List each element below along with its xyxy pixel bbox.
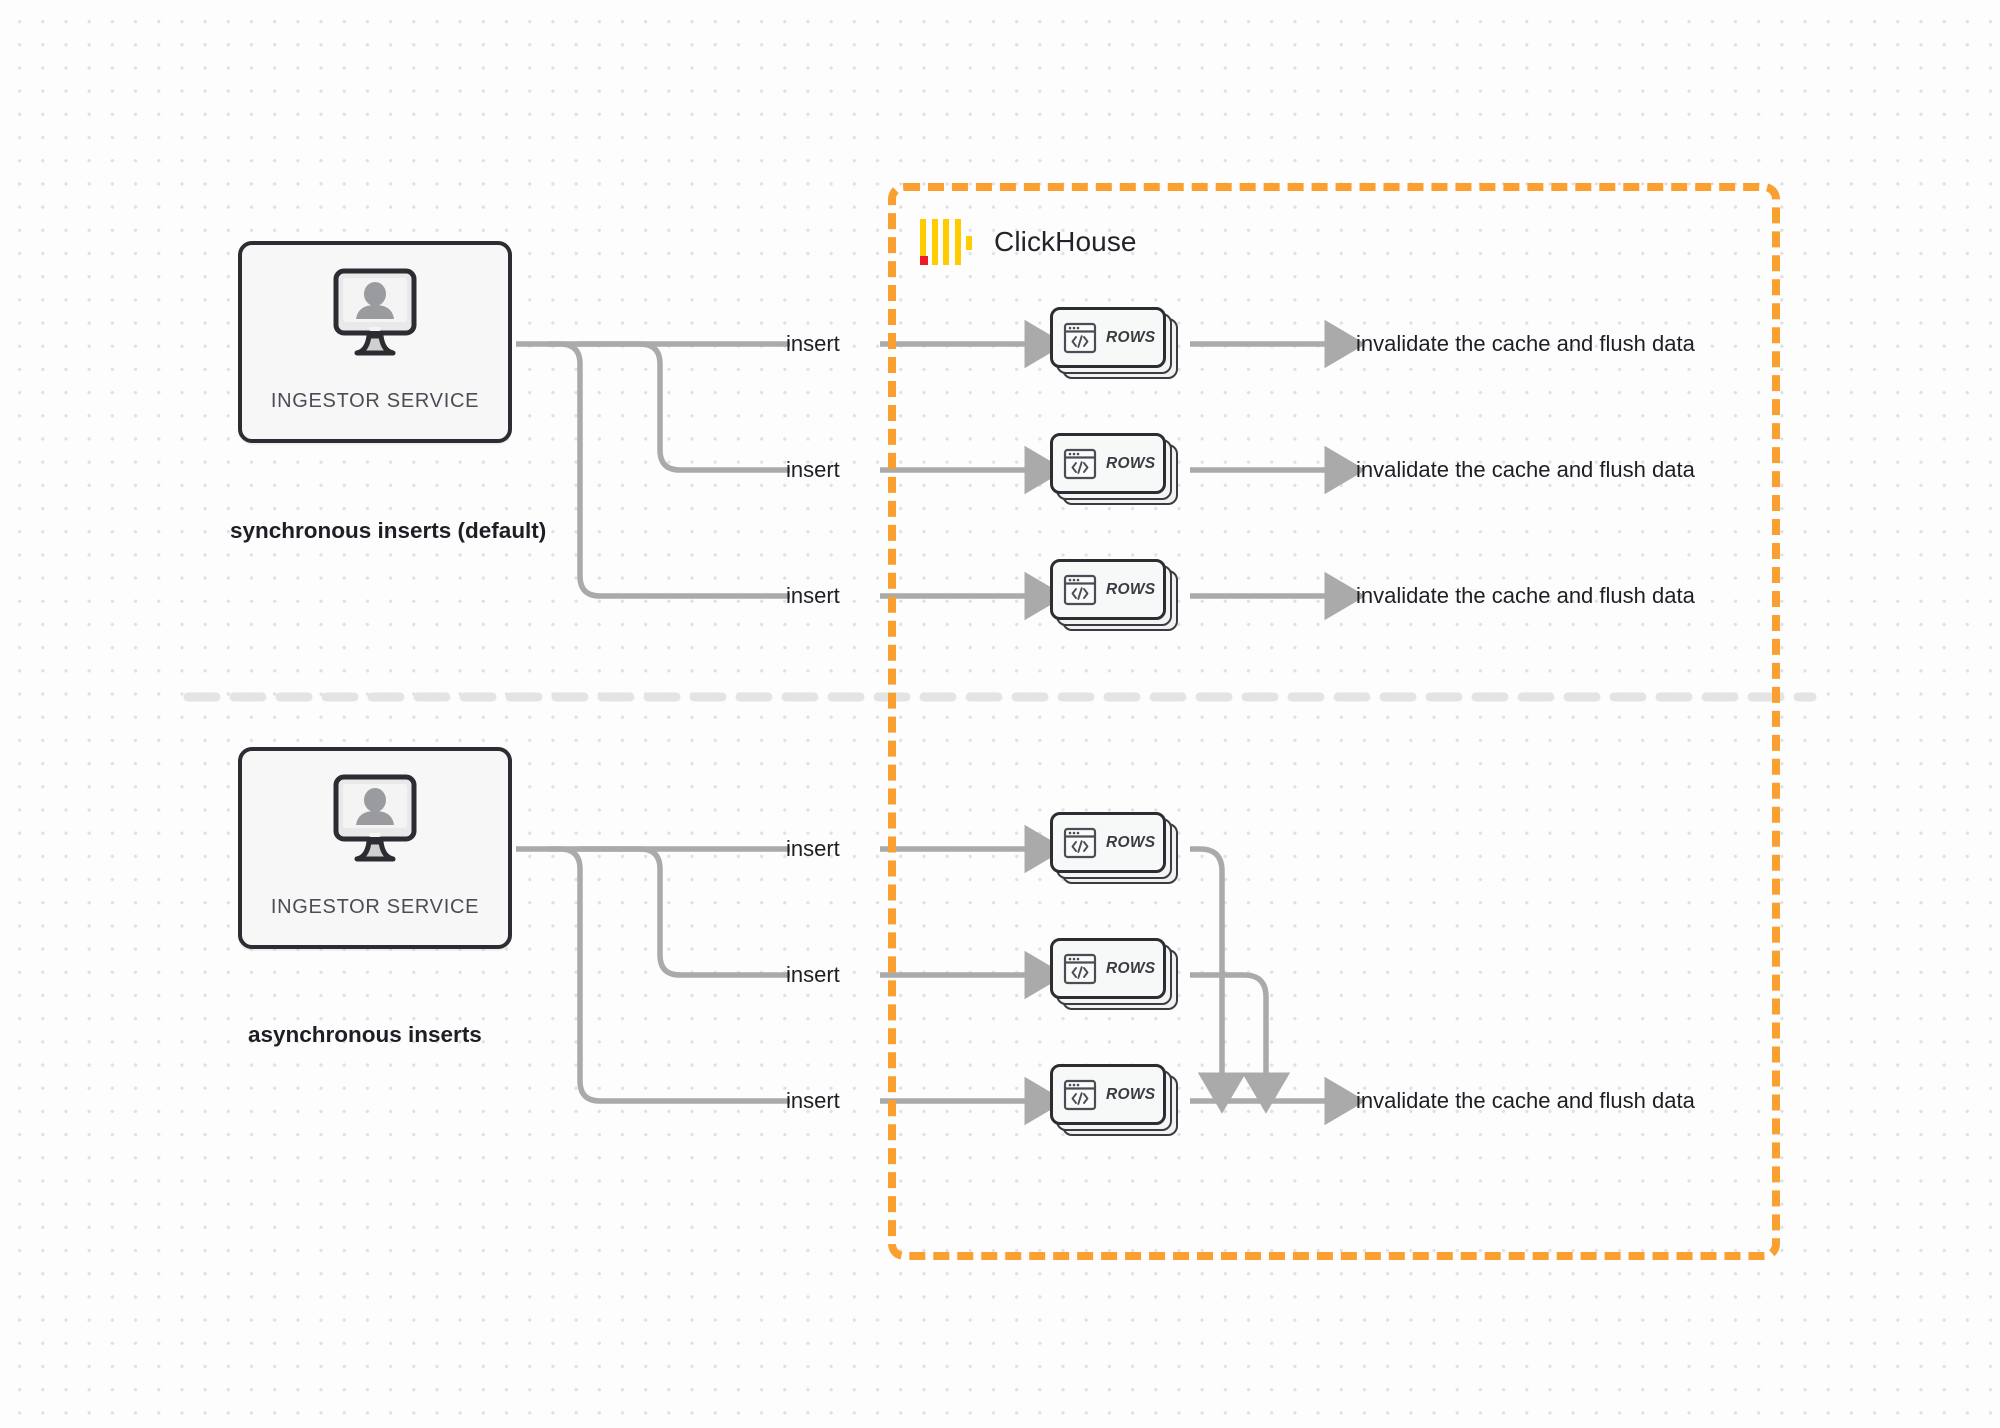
ingestor-service-async[interactable]: INGESTOR SERVICE	[238, 747, 512, 949]
output-label-async-1: invalidate the cache and flush data	[1356, 1088, 1695, 1113]
rows-node-sync-3[interactable]: ROWS	[1050, 559, 1178, 631]
code-window-icon	[1063, 1079, 1097, 1110]
async-merge-from-node-2	[1190, 972, 1291, 1114]
output-label-sync-3: invalidate the cache and flush data	[1356, 583, 1695, 608]
async-branch-2	[578, 846, 790, 978]
code-window-icon	[1063, 448, 1097, 479]
code-window-icon	[1063, 574, 1097, 605]
clickhouse-brand: ClickHouse	[920, 218, 1137, 266]
code-window-icon	[1063, 827, 1097, 858]
code-window-icon	[1063, 322, 1097, 353]
async-branch-3	[548, 846, 790, 1104]
code-window-icon	[1063, 953, 1097, 984]
ingestor-service-sync[interactable]: INGESTOR SERVICE	[238, 241, 512, 443]
rows-node-label: ROWS	[1106, 1085, 1156, 1103]
rows-node-card: ROWS	[1050, 938, 1166, 999]
sync-branch-3	[548, 341, 790, 599]
rows-node-card: ROWS	[1050, 307, 1166, 368]
ingestor-service-label: INGESTOR SERVICE	[270, 390, 480, 412]
sync-branch-2	[578, 341, 790, 473]
rows-node-label: ROWS	[1106, 328, 1156, 346]
rows-node-label: ROWS	[1106, 959, 1156, 977]
edge-label-insert-sync-3: insert	[786, 583, 840, 608]
monitor-user-icon	[333, 774, 417, 862]
clickhouse-label: ClickHouse	[994, 226, 1137, 257]
rows-node-label: ROWS	[1106, 454, 1156, 472]
rows-node-async-2[interactable]: ROWS	[1050, 938, 1178, 1010]
rows-node-async-3[interactable]: ROWS	[1050, 1064, 1178, 1136]
rows-node-sync-2[interactable]: ROWS	[1050, 433, 1178, 505]
edge-label-insert-async-1: insert	[786, 836, 840, 861]
rows-node-card: ROWS	[1050, 1064, 1166, 1125]
rows-node-card: ROWS	[1050, 433, 1166, 494]
rows-node-card: ROWS	[1050, 559, 1166, 620]
section-caption-sync: synchronous inserts (default)	[230, 518, 547, 543]
monitor-user-icon	[333, 268, 417, 356]
output-label-sync-1: invalidate the cache and flush data	[1356, 331, 1695, 356]
async-merge-from-node-1	[1190, 846, 1247, 1114]
rows-node-label: ROWS	[1106, 833, 1156, 851]
section-caption-async: asynchronous inserts	[248, 1022, 482, 1047]
edge-label-insert-sync-2: insert	[786, 457, 840, 482]
clickhouse-boundary	[888, 183, 1780, 1260]
rows-node-card: ROWS	[1050, 812, 1166, 873]
rows-node-label: ROWS	[1106, 580, 1156, 598]
output-label-sync-2: invalidate the cache and flush data	[1356, 457, 1695, 482]
edge-label-insert-sync-1: insert	[786, 331, 840, 356]
rows-node-async-1[interactable]: ROWS	[1050, 812, 1178, 884]
rows-node-sync-1[interactable]: ROWS	[1050, 307, 1178, 379]
clickhouse-logo-icon	[920, 219, 972, 265]
ingestor-service-label: INGESTOR SERVICE	[270, 896, 480, 918]
edge-label-insert-async-2: insert	[786, 962, 840, 987]
edge-label-insert-async-3: insert	[786, 1088, 840, 1113]
